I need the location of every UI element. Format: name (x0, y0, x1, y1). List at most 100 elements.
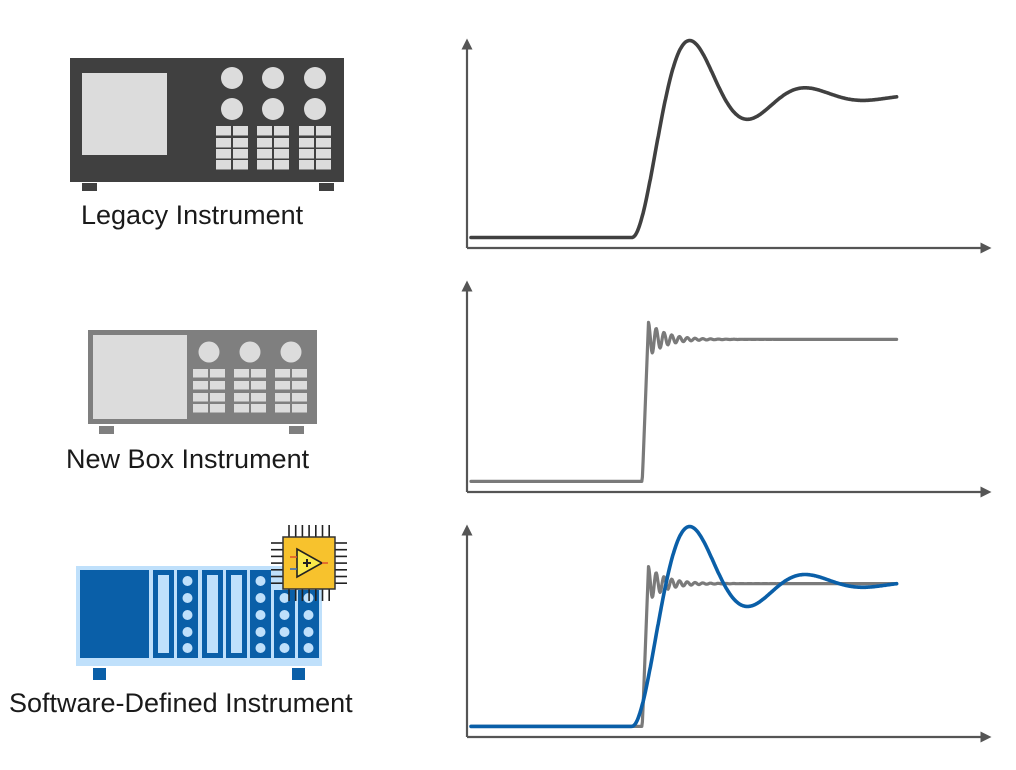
keypad-key (299, 138, 314, 148)
keypad-key (316, 160, 331, 170)
legacy-instrument-icon (70, 58, 344, 191)
keypad-key (274, 160, 289, 170)
keypad-key (257, 149, 272, 159)
keypad-key (251, 404, 266, 413)
keypad-key (233, 160, 248, 170)
keypad-key (292, 369, 307, 378)
response-chart-2 (461, 280, 992, 498)
series-line-legacy-instrument-response (469, 38, 899, 240)
keypad-key (292, 404, 307, 413)
legacy-knobs (221, 67, 326, 120)
legacy-instrument-label: Legacy Instrument (81, 200, 304, 230)
keypad-key (216, 149, 231, 159)
keypad-key (210, 381, 225, 390)
sdi-module (298, 590, 319, 658)
keypad-key (316, 138, 331, 148)
keypad-key (316, 149, 331, 159)
legacy-foot-right (319, 183, 334, 191)
module-slot (158, 575, 169, 653)
new-box-foot-right (289, 426, 304, 434)
legacy-screen (82, 73, 167, 155)
keypad-key (234, 393, 249, 402)
keypad-key (210, 404, 225, 413)
legacy-keypads (216, 126, 331, 170)
sdi-controller (80, 570, 149, 658)
amplifier-icon (290, 547, 328, 579)
keypad-key (233, 126, 248, 136)
software-defined-instrument-icon (76, 525, 347, 680)
module-port (182, 643, 193, 653)
new-box-keypads (193, 369, 307, 413)
sdi-foot-right (292, 668, 305, 680)
series-line-new-box-instrument-response (469, 564, 899, 729)
keypad-key (234, 369, 249, 378)
new-box-knobs (198, 341, 302, 363)
software-defined-instrument-label: Software-Defined Instrument (9, 688, 353, 718)
legacy-foot-left (82, 183, 97, 191)
keypad-key (234, 381, 249, 390)
module-port (255, 627, 266, 637)
keypad-key (316, 126, 331, 136)
keypad-key (274, 126, 289, 136)
module-port (255, 610, 266, 620)
module-port (182, 610, 193, 620)
keypad-key (275, 404, 290, 413)
keypad-key (251, 369, 266, 378)
module-slot (231, 575, 242, 653)
module-port (303, 643, 314, 653)
keypad-key (257, 126, 272, 136)
keypad-key (216, 160, 231, 170)
new-box-foot-left (99, 426, 114, 434)
module-port (303, 610, 314, 620)
new-box-instrument-label: New Box Instrument (66, 444, 310, 474)
keypad-key (299, 149, 314, 159)
module-port (279, 627, 290, 637)
response-chart-3 (461, 524, 992, 743)
keypad-key (251, 393, 266, 402)
module-port (279, 643, 290, 653)
module-port (255, 576, 266, 586)
keypad-key (292, 381, 307, 390)
keypad-key (274, 138, 289, 148)
new-box-screen (93, 335, 187, 419)
module-port (279, 593, 290, 603)
sdi-foot-left (93, 668, 106, 680)
keypad-key (193, 369, 208, 378)
keypad-key (216, 126, 231, 136)
response-chart-1 (461, 38, 992, 254)
fpga-chip-icon (271, 525, 347, 601)
keypad-key (299, 126, 314, 136)
sdi-modules (153, 570, 319, 658)
keypad-key (216, 138, 231, 148)
keypad-key (210, 393, 225, 402)
module-port (255, 643, 266, 653)
keypad-key (257, 160, 272, 170)
keypad-key (274, 149, 289, 159)
module-port (255, 593, 266, 603)
module-port (182, 627, 193, 637)
module-slot (207, 575, 218, 653)
series-line-new-box-instrument-response (469, 320, 899, 483)
keypad-key (233, 149, 248, 159)
keypad-key (251, 381, 266, 390)
keypad-key (234, 404, 249, 413)
keypad-key (193, 404, 208, 413)
keypad-key (193, 393, 208, 402)
sdi-module (274, 590, 295, 658)
module-port (182, 576, 193, 586)
keypad-key (275, 369, 290, 378)
keypad-key (193, 381, 208, 390)
module-port (182, 593, 193, 603)
new-box-instrument-icon (88, 330, 317, 434)
keypad-key (275, 381, 290, 390)
series-line-software-defined-instrument-response (469, 524, 899, 729)
module-port (279, 610, 290, 620)
keypad-key (257, 138, 272, 148)
keypad-key (292, 393, 307, 402)
keypad-key (299, 160, 314, 170)
keypad-key (233, 138, 248, 148)
keypad-key (210, 369, 225, 378)
module-port (303, 627, 314, 637)
keypad-key (275, 393, 290, 402)
